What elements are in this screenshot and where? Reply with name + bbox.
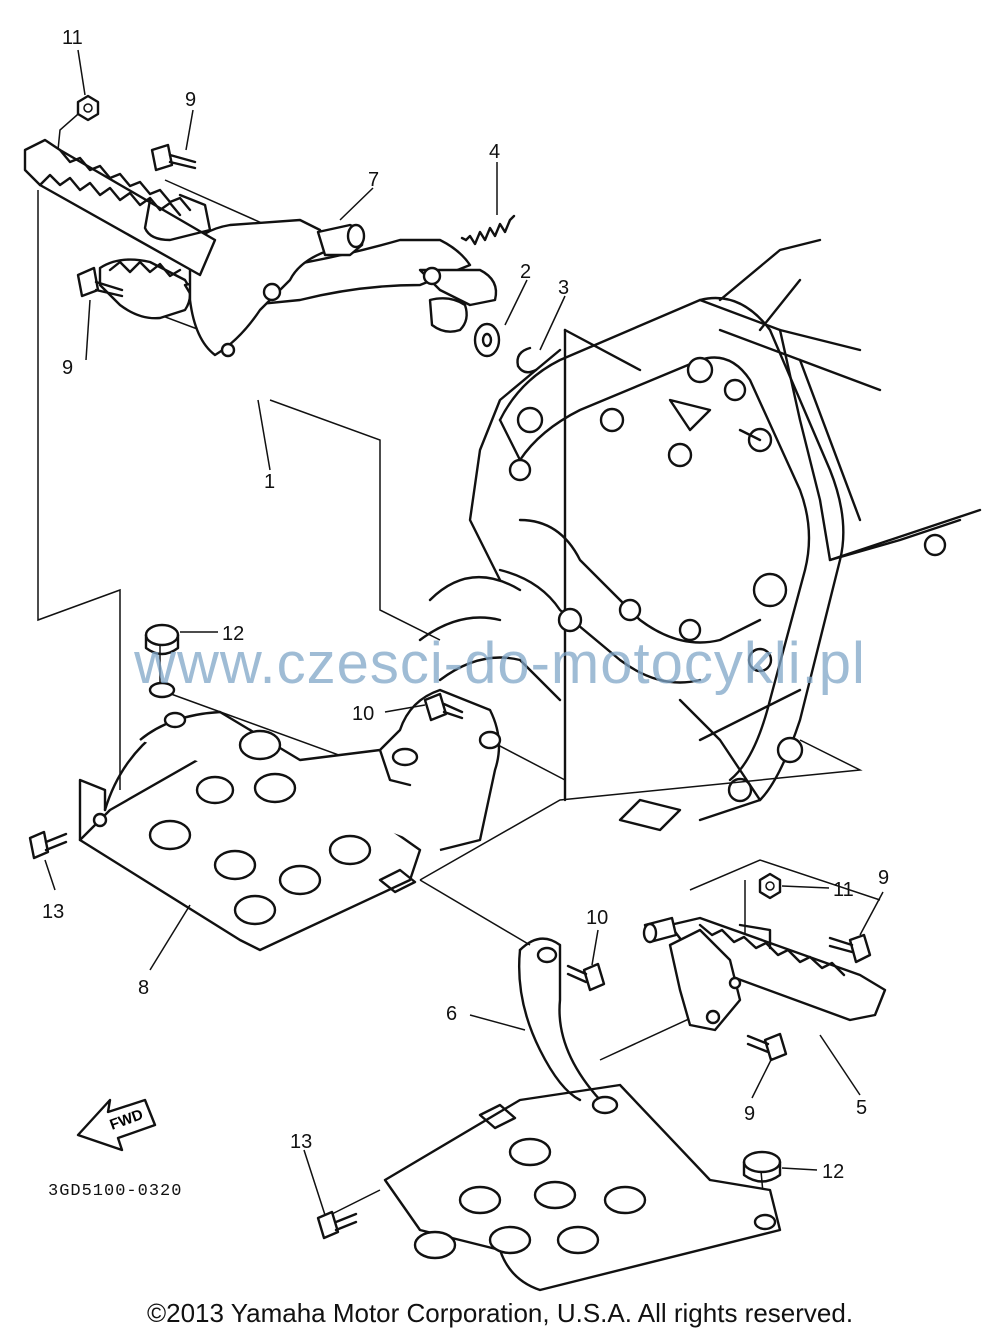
callout-13-left: 13: [42, 901, 64, 923]
callout-11-top: 11: [62, 27, 83, 49]
bolt-10-left: [423, 692, 464, 722]
callout-10-right: 10: [586, 907, 608, 929]
washer: [473, 322, 501, 358]
forward-arrow: FWD: [76, 1098, 157, 1152]
grommet-12-right: [742, 1150, 782, 1183]
bolt-9-right-top: [828, 933, 872, 964]
callout-10-left: 10: [352, 703, 374, 725]
return-spring: [460, 214, 516, 246]
copyright-notice: ©2013 Yamaha Motor Corporation, U.S.A. A…: [146, 1298, 854, 1328]
callout-6: 6: [446, 1003, 457, 1025]
left-stay-plate: [78, 688, 502, 952]
callout-1: 1: [264, 471, 275, 493]
right-footrest: [642, 916, 887, 1032]
diagram-code: 3GD5100-0320: [48, 1182, 183, 1201]
callout-8: 8: [138, 977, 149, 999]
callouts: 11 9 7 4 2 3 9 1 12 10 13 8 11 9 10 6 9 …: [42, 27, 889, 1183]
frame: [418, 238, 982, 832]
circlip: [516, 346, 538, 374]
bolt-9-mid: [76, 266, 124, 298]
callout-9-right-bottom: 9: [744, 1103, 755, 1125]
bolt-10-right: [566, 962, 606, 992]
nut-11-top: [76, 94, 100, 122]
nut-11-right: [758, 872, 782, 900]
callout-leaders: [44, 49, 884, 1216]
callout-3: 3: [558, 277, 569, 299]
callout-12-right: 12: [822, 1161, 844, 1183]
callout-2: 2: [520, 261, 531, 283]
callout-7: 7: [368, 169, 379, 191]
bolt-9-top: [150, 143, 197, 172]
callout-11-right: 11: [833, 879, 854, 901]
callout-12-left: 12: [222, 623, 244, 645]
callout-13-right: 13: [290, 1131, 312, 1153]
bolt-13-left: [28, 830, 68, 860]
callout-4: 4: [489, 141, 500, 163]
callout-9-top: 9: [185, 89, 196, 111]
callout-9-left: 9: [62, 357, 73, 379]
callout-9-right-top: 9: [878, 867, 889, 889]
left-footrest-bracket: [23, 138, 366, 358]
callout-5: 5: [856, 1097, 867, 1119]
right-stay-plate: [383, 937, 782, 1292]
bolt-9-right-bottom: [746, 1032, 788, 1062]
grommet-12-left: [144, 623, 180, 699]
bolt-13-right: [316, 1210, 358, 1240]
watermark: www.czesci-do-motocykli.pl: [134, 631, 866, 696]
